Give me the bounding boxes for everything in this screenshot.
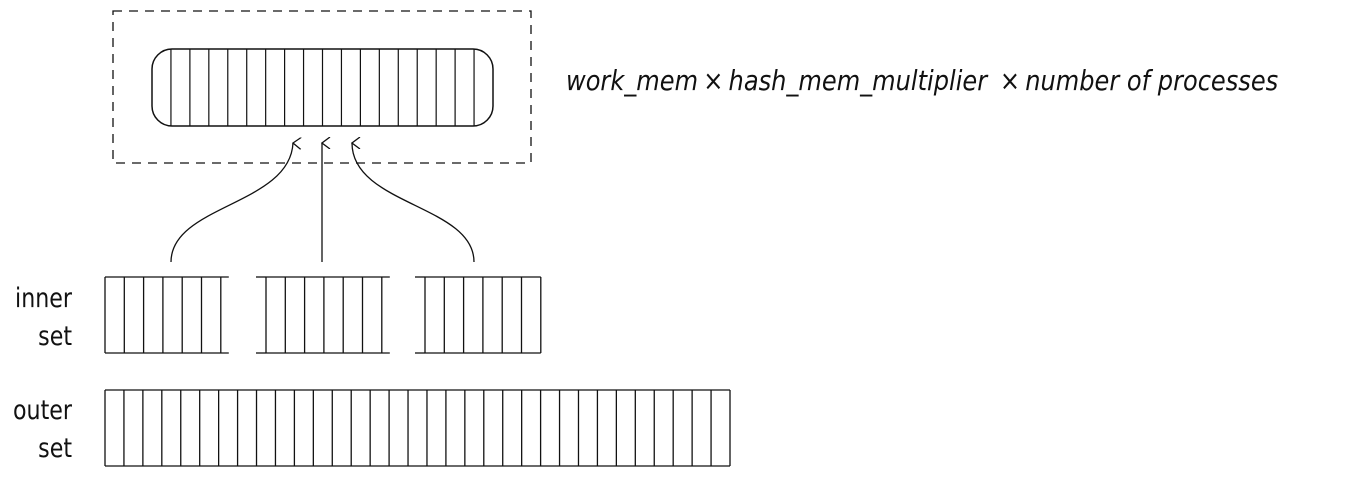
outer-label-line2: set: [38, 433, 72, 464]
memory-boundary: [112, 10, 532, 164]
times-sign-1: ×: [703, 64, 724, 97]
formula-number-of-processes: number of processes: [1025, 64, 1279, 97]
outer-set-label: outer set: [13, 392, 72, 468]
arrow-left-batch: [170, 143, 293, 263]
outer-set-row: [104, 389, 731, 467]
memory-formula: work_mem×hash_mem_multiplier ×number of …: [566, 64, 1278, 97]
inner-set-batches: [104, 276, 542, 354]
outer-set-cells: [104, 389, 731, 467]
inner-label-line1: inner: [15, 283, 72, 314]
hash-table: [151, 48, 494, 127]
inner-label-line2: set: [38, 321, 72, 352]
arrow-right-batch: [352, 143, 475, 263]
times-sign-2: ×: [999, 64, 1021, 97]
formula-work-mem: work_mem: [566, 64, 699, 97]
formula-hash-mem-multiplier: hash_mem_multiplier: [728, 64, 988, 97]
inner-set-label: inner set: [13, 280, 72, 356]
outer-label-line1: outer: [13, 395, 72, 426]
inner-batch-3: [424, 276, 542, 354]
inner-batch-2: [265, 276, 390, 354]
inner-batch-1: [104, 276, 229, 354]
